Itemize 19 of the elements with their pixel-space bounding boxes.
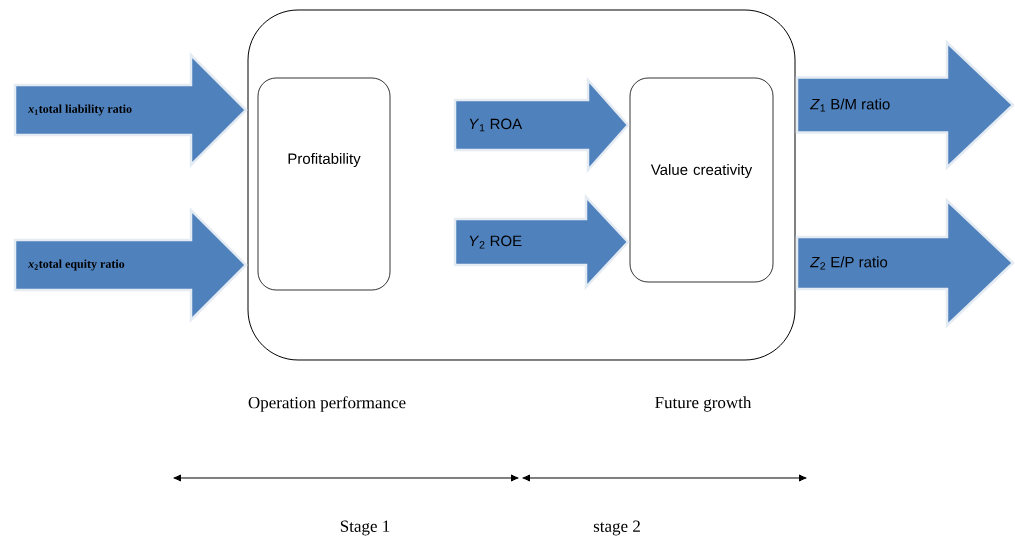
container-box [247, 9, 796, 361]
block-arrow [453, 76, 630, 174]
process-box: Value creativity [629, 77, 774, 283]
arrow-label: Y$_{2}$ ROE [469, 235, 522, 249]
section-label: Operation performance [248, 396, 406, 412]
block-arrow [13, 206, 248, 323]
stage-label: stage 2 [593, 520, 640, 536]
arrow-label: Y$_{1}$ ROA [469, 118, 523, 132]
stage-label: Stage 1 [340, 520, 390, 536]
arrow-label: Z$_{2}$ E/P ratio [809, 256, 888, 270]
block-arrow [453, 193, 630, 291]
arrow-label: x$_{1}$total liability ratio [28, 104, 132, 116]
process-box: Profitability [257, 77, 391, 291]
block-arrow [795, 39, 1015, 171]
arrow-label: x$_{2}$total equity ratio [28, 259, 125, 271]
arrow-label: Z$_{1}$ B/M ratio [809, 98, 890, 112]
block-arrow [13, 52, 248, 168]
section-label: Future growth [655, 396, 752, 412]
block-arrow [795, 197, 1015, 329]
